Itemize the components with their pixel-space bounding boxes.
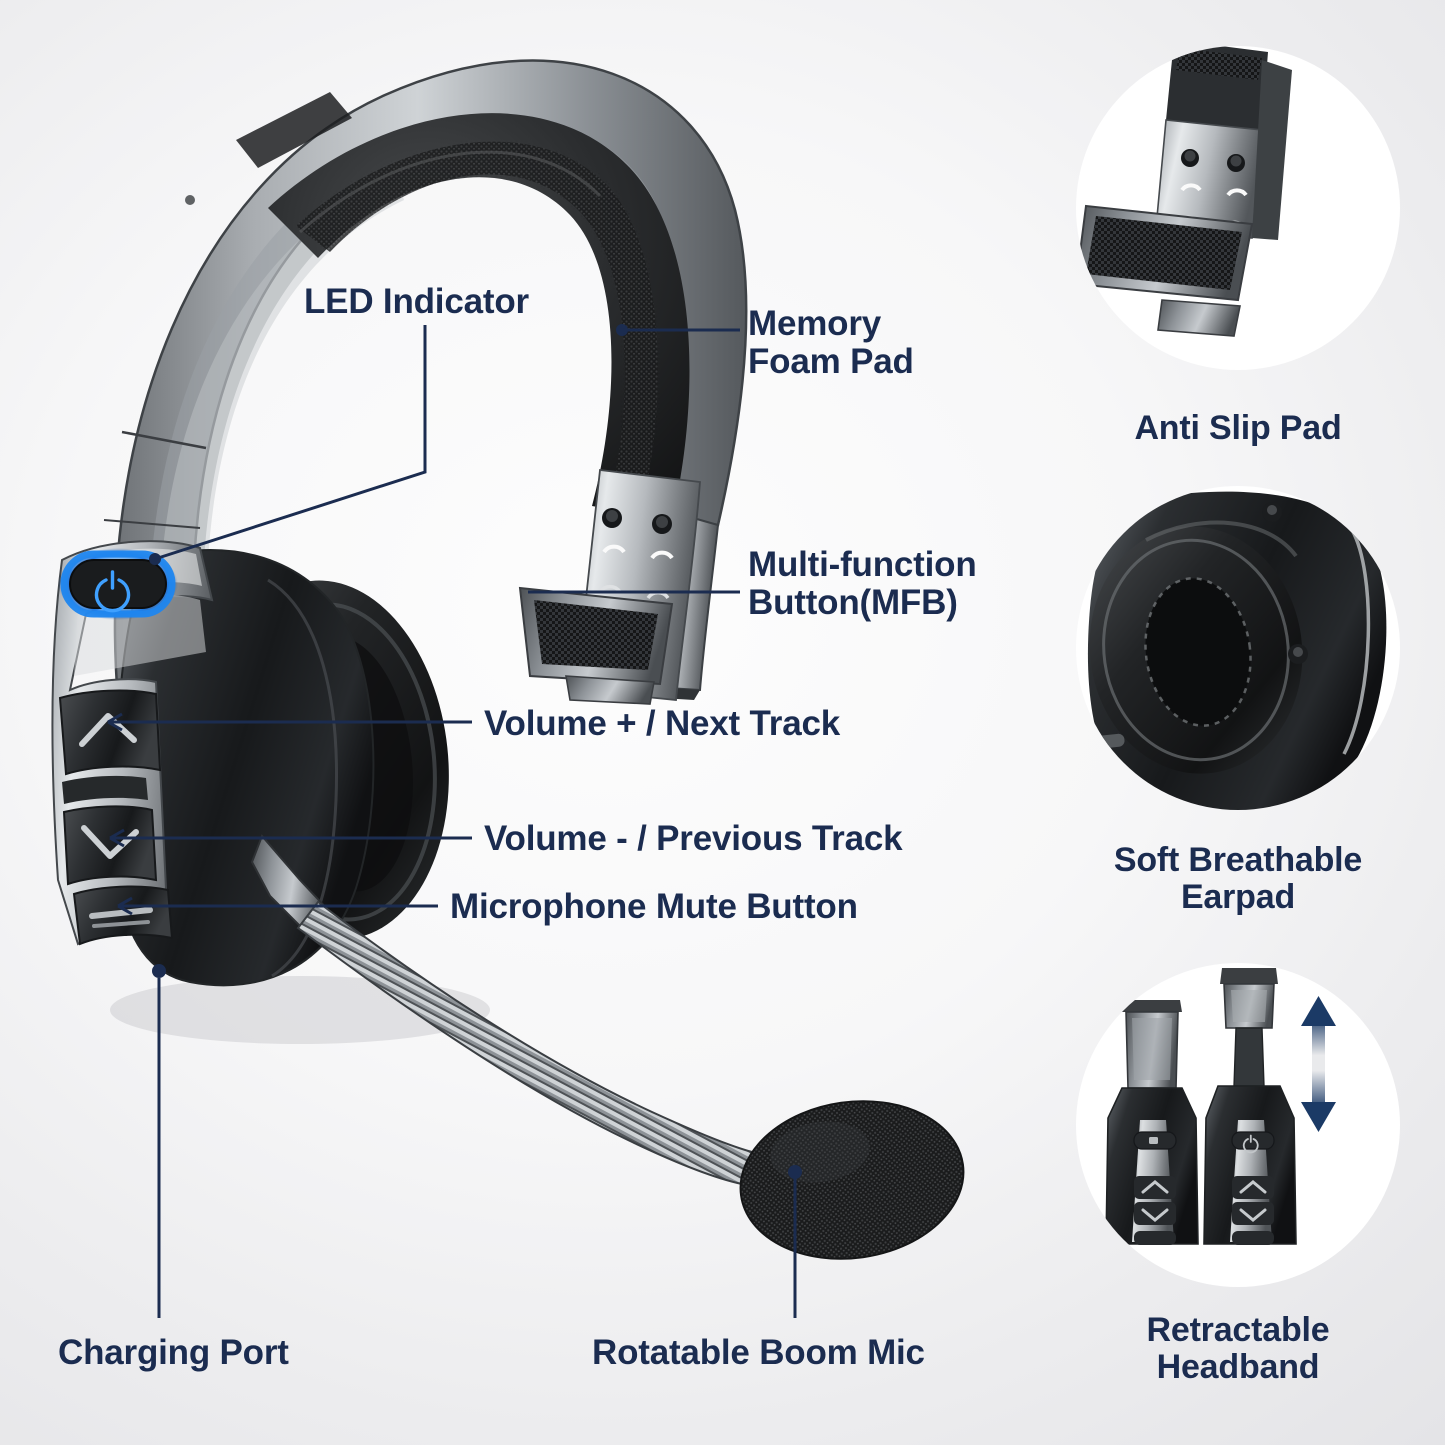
detail-caption-retractable-headband: Retractable Headband bbox=[1146, 1311, 1330, 1386]
headband-extended-unit bbox=[1203, 968, 1297, 1245]
boom-mic-anchor-dot bbox=[788, 1165, 802, 1179]
detail-art-anti-slip-pad bbox=[1076, 46, 1292, 337]
headband-screw-dot bbox=[185, 195, 195, 205]
callout-label-rotatable-boom-mic: Rotatable Boom Mic bbox=[592, 1333, 925, 1372]
arm-screw-left-inner bbox=[606, 510, 618, 522]
callout-label-microphone-mute-button: Microphone Mute Button bbox=[450, 887, 858, 926]
led-indicator-ring bbox=[60, 550, 176, 618]
anchor-memory-foam-pad bbox=[616, 324, 628, 336]
arm-screw-right-inner bbox=[656, 516, 668, 528]
callout-label-volume-up: Volume + / Next Track bbox=[484, 704, 841, 743]
leader-mute-arrowhead bbox=[117, 896, 133, 916]
power-icon-small bbox=[1242, 1134, 1259, 1154]
mute-icon-bar-1 bbox=[89, 907, 153, 919]
arm-end-cap bbox=[565, 675, 655, 705]
headband-inner-stripe bbox=[148, 120, 666, 680]
earcup-contour-line bbox=[267, 578, 338, 978]
callout-label-memory-foam-pad: Memory Foam Pad bbox=[748, 304, 914, 381]
leader-led-indicator bbox=[154, 325, 427, 561]
detail-caption-soft-breathable-earpad: Soft Breathable Earpad bbox=[1113, 841, 1363, 916]
leader-volume-down-arrowhead bbox=[109, 828, 125, 848]
callout-label-multi-function-button: Multi-function Button(MFB) bbox=[748, 545, 977, 622]
headband-seam-upper bbox=[121, 430, 207, 450]
headband-vent-slot bbox=[236, 92, 352, 168]
detail-art-retractable-headband bbox=[1105, 968, 1336, 1245]
foam-pad-stitch-highlight bbox=[298, 150, 602, 234]
headband-collapsed-unit bbox=[1105, 1000, 1199, 1245]
power-icon bbox=[94, 570, 131, 613]
detail-caption-anti-slip-pad: Anti Slip Pad bbox=[1134, 409, 1342, 447]
volume-up-button[interactable] bbox=[58, 689, 162, 776]
callout-label-charging-port: Charging Port bbox=[58, 1333, 289, 1372]
mute-icon-bar-2 bbox=[92, 920, 150, 928]
extension-arrow-icon bbox=[1301, 996, 1336, 1132]
volume-down-button[interactable] bbox=[62, 805, 158, 886]
detail-art-soft-breathable-earpad bbox=[1078, 491, 1387, 810]
callout-label-volume-down: Volume - / Previous Track bbox=[484, 819, 903, 858]
arm-notch-2 bbox=[650, 550, 674, 560]
button-divider-nub bbox=[62, 775, 148, 804]
multi-function-button-mesh[interactable] bbox=[534, 600, 658, 670]
callout-label-led-indicator: LED Indicator bbox=[304, 282, 529, 321]
arm-notch-3 bbox=[598, 584, 622, 594]
leader-volume-up-arrowhead bbox=[107, 712, 123, 732]
power-button-group[interactable] bbox=[58, 548, 178, 620]
chevron-up-icon bbox=[79, 713, 137, 747]
charging-port-anchor-dot bbox=[152, 964, 166, 978]
chevron-down-icon bbox=[81, 825, 139, 859]
headband-seam-lower bbox=[103, 519, 201, 529]
microphone-mute-button[interactable] bbox=[72, 885, 174, 946]
arm-notch-1 bbox=[602, 544, 626, 554]
memory-foam-pad-texture bbox=[296, 141, 658, 496]
